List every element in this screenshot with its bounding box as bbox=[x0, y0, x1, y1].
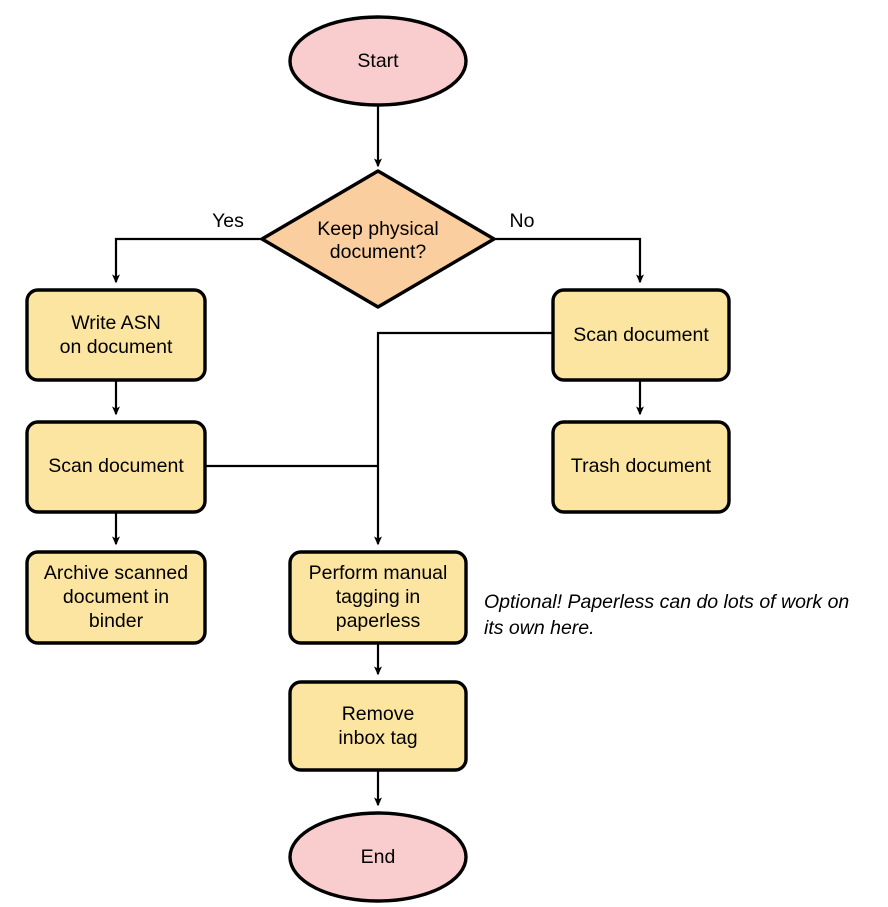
end-label: End bbox=[361, 846, 396, 868]
archive-rect-shape bbox=[25, 550, 207, 645]
scan-left-rect-shape bbox=[25, 420, 207, 514]
node-scan-document-left[interactable]: Scan document bbox=[25, 420, 207, 514]
remove-inbox-label-line2: inbox tag bbox=[338, 727, 417, 749]
decision-diamond-shape bbox=[260, 169, 496, 309]
start-label: Start bbox=[357, 50, 399, 72]
node-remove-inbox-tag[interactable]: Remove inbox tag bbox=[288, 680, 468, 772]
tagging-label-line3: paperless bbox=[336, 610, 421, 632]
tagging-rect-shape bbox=[288, 550, 468, 645]
node-perform-manual-tagging[interactable]: Perform manual tagging in paperless bbox=[288, 550, 468, 645]
node-decision-keep-physical-document[interactable]: Keep physical document? bbox=[260, 169, 496, 309]
archive-label-line1: Archive scanned bbox=[44, 562, 188, 584]
archive-label-line3: binder bbox=[89, 610, 144, 632]
edge-decision-yes-to-write-asn bbox=[112, 237, 262, 284]
remove-inbox-label-line1: Remove bbox=[342, 703, 415, 725]
trash-rect-shape bbox=[551, 420, 731, 514]
scan-left-label: Scan document bbox=[48, 455, 184, 477]
node-end[interactable]: End bbox=[288, 811, 468, 903]
node-trash-document[interactable]: Trash document bbox=[551, 420, 731, 514]
node-start[interactable]: Start bbox=[288, 15, 468, 107]
scan-right-rect-shape bbox=[551, 288, 731, 382]
trash-label: Trash document bbox=[571, 455, 712, 477]
tagging-label-line2: tagging in bbox=[336, 586, 421, 608]
node-scan-document-right[interactable]: Scan document bbox=[551, 288, 731, 382]
edge-decision-no-to-scan-right bbox=[494, 237, 644, 284]
node-write-asn-on-document[interactable]: Write ASN on document bbox=[25, 288, 207, 382]
decision-label-line1: Keep physical bbox=[317, 218, 438, 240]
edge-scan-right-to-tagging bbox=[374, 331, 553, 546]
remove-inbox-rect-shape bbox=[288, 680, 468, 772]
write-asn-rect-shape bbox=[25, 288, 207, 382]
node-archive-scanned-document[interactable]: Archive scanned document in binder bbox=[25, 550, 207, 645]
optional-note-line2: its own here. bbox=[484, 617, 595, 639]
tagging-label-line1: Perform manual bbox=[309, 562, 448, 584]
annotation-optional-note: Optional! Paperless can do lots of work … bbox=[484, 591, 849, 639]
archive-label-line2: document in bbox=[63, 586, 169, 608]
edge-label-yes: Yes bbox=[212, 210, 244, 232]
decision-label-line2: document? bbox=[330, 241, 427, 263]
end-ellipse-shape bbox=[288, 811, 468, 903]
write-asn-label-line1: Write ASN bbox=[71, 312, 161, 334]
scan-right-label: Scan document bbox=[573, 324, 709, 346]
start-ellipse-shape bbox=[288, 15, 468, 107]
optional-note-line1: Optional! Paperless can do lots of work … bbox=[484, 591, 849, 613]
write-asn-label-line2: on document bbox=[60, 336, 173, 358]
edge-label-no: No bbox=[510, 210, 535, 232]
